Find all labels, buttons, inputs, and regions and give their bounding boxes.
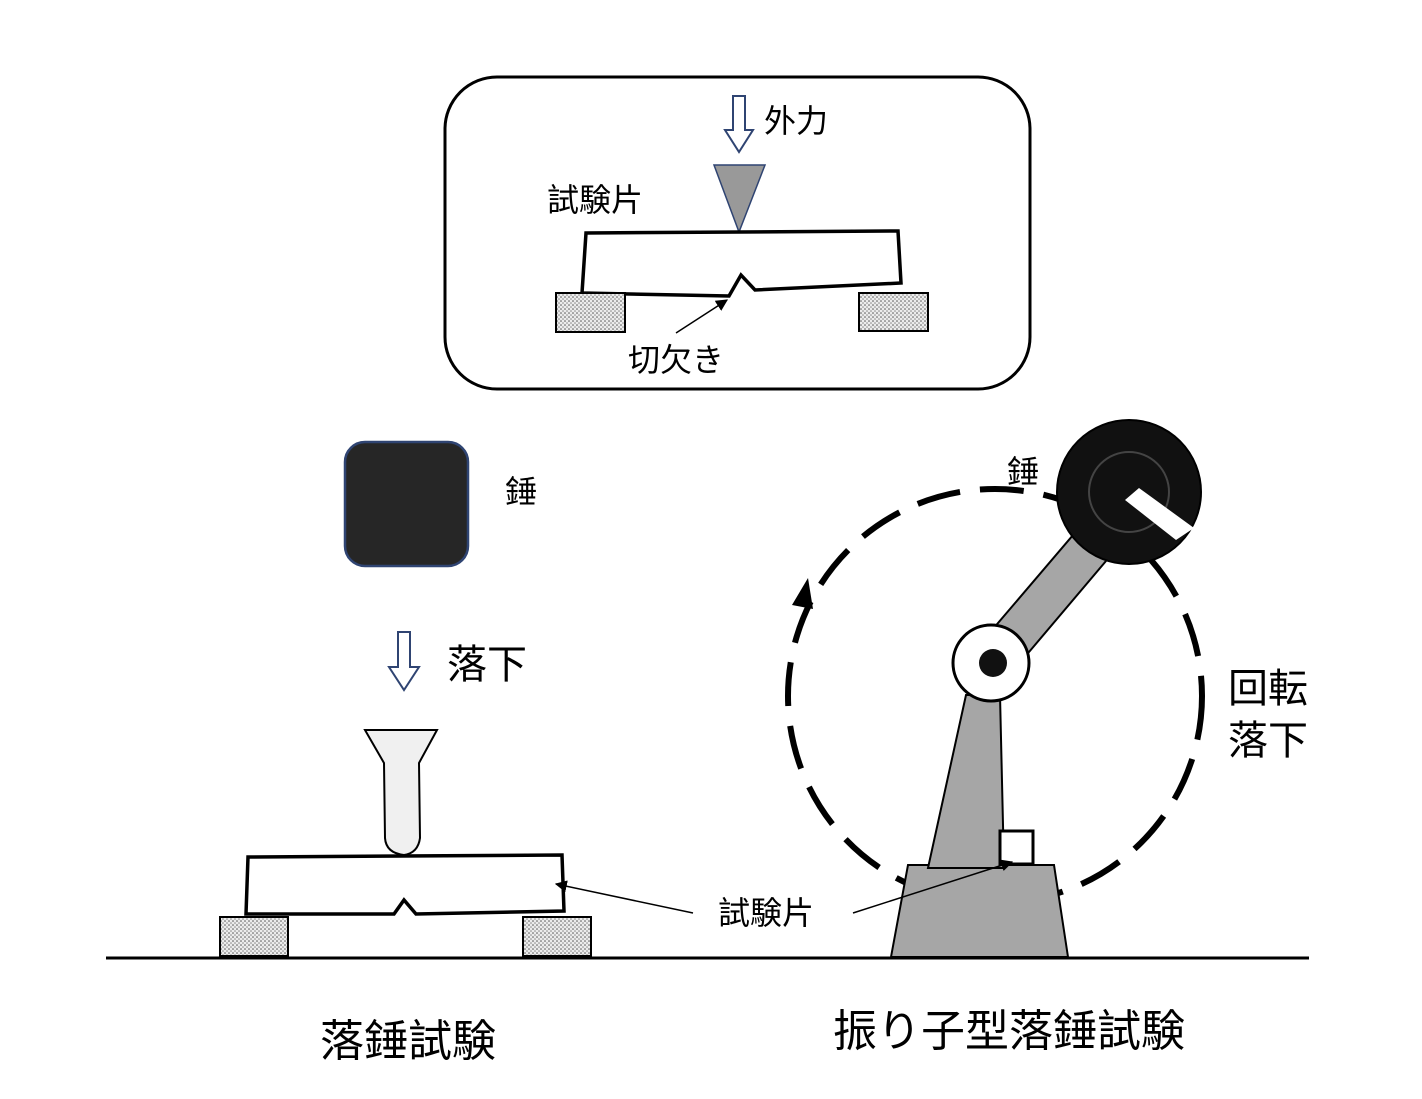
striker-tup (363, 729, 439, 857)
specimen-leader-right (852, 859, 1014, 914)
pendulum-weight-label: 錘 (1007, 453, 1039, 491)
drop-label: 落下 (447, 642, 527, 688)
drop-arrow-icon (387, 631, 421, 692)
specimen-label: 試験片 (718, 894, 814, 932)
pivot-pin (979, 649, 1007, 677)
indenter-icon (712, 164, 767, 235)
drop-weight-block (343, 440, 470, 568)
rotation-label-line1: 回転 (1228, 666, 1308, 712)
notch-pointer-arrow (675, 299, 729, 334)
inset-support-left (555, 292, 626, 333)
rotation-label-line2: 落下 (1228, 718, 1308, 764)
pendulum-base (889, 864, 1070, 958)
specimen-leader-left (554, 880, 694, 914)
force-arrow-icon (723, 95, 755, 154)
pendulum-hammer-slot (1125, 488, 1194, 540)
pendulum-test: 錘 回転 落下 振り子型落錘試験 (785, 419, 1308, 1057)
drop-support-right (522, 916, 592, 957)
drop-weight-label: 錘 (505, 473, 537, 511)
pendulum-caption: 振り子型落錘試験 (833, 1006, 1185, 1057)
inset-support-right (858, 292, 929, 332)
drop-specimen (244, 853, 566, 916)
pendulum-column (926, 694, 1006, 869)
rotation-arrow-icon (792, 578, 813, 609)
pendulum-hammer-ring (1088, 451, 1170, 533)
drop-weight-caption: 落錘試験 (320, 1016, 496, 1067)
notch-label: 切欠き (628, 341, 724, 379)
pendulum-specimen (998, 829, 1035, 866)
drop-weight-test: 錘 落下 落錘試験 (219, 440, 592, 1067)
inset-panel: 外力 試験片 切欠き (443, 75, 1032, 391)
inset-specimen-label: 試験片 (547, 181, 643, 219)
force-label: 外力 (764, 102, 828, 140)
pendulum-hammer (1056, 419, 1202, 565)
specimen-callout: 試験片 (554, 859, 1014, 932)
drop-support-left (219, 916, 289, 957)
